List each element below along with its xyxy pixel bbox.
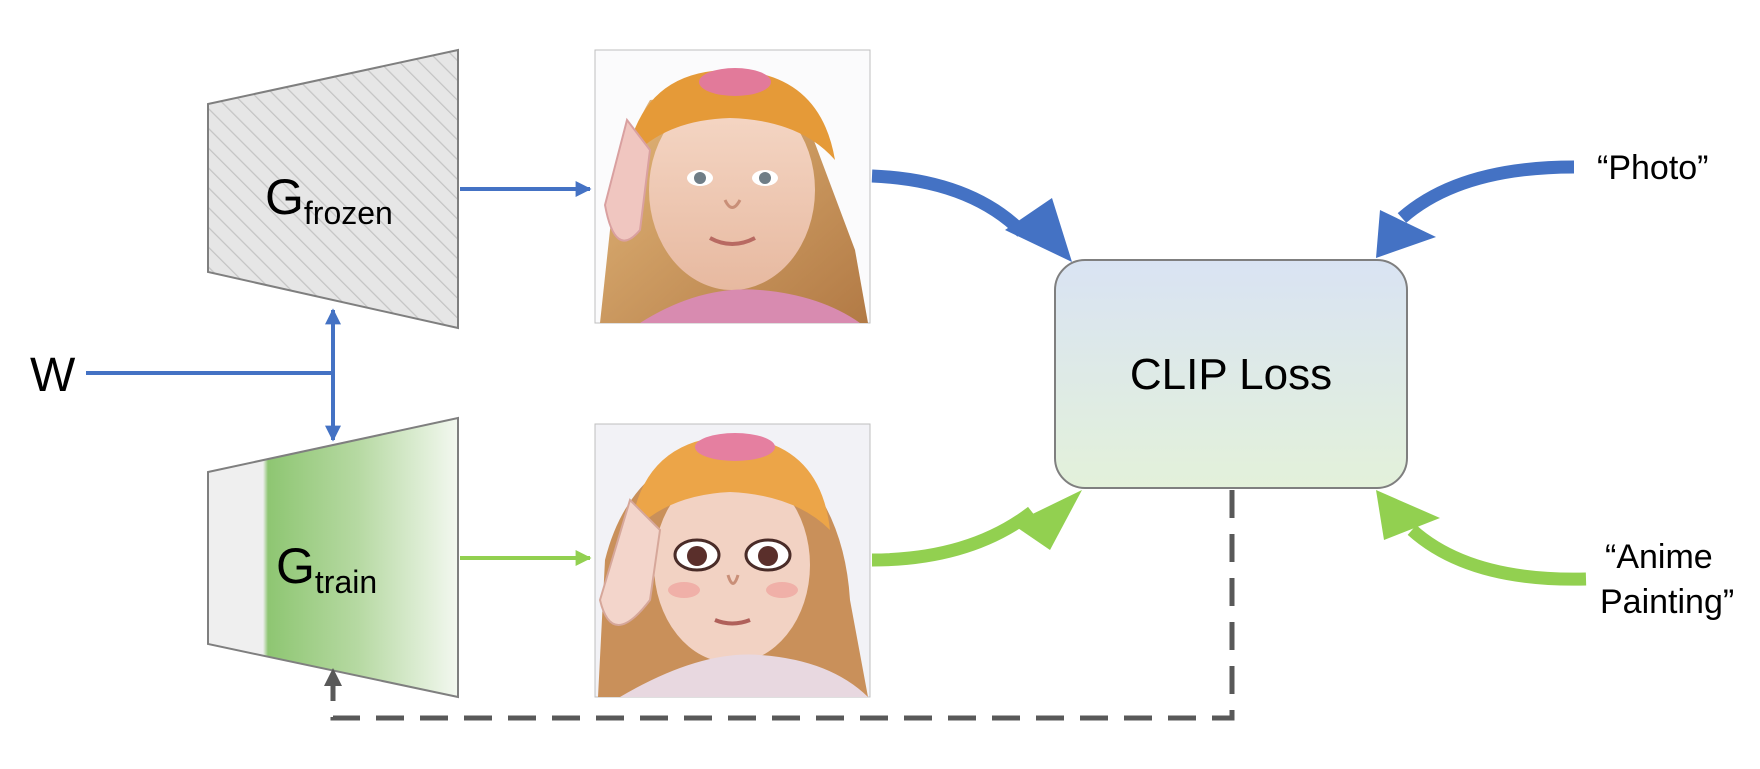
input-connector xyxy=(86,308,341,442)
generator-frozen: Gfrozen xyxy=(207,48,459,330)
photo-prompt-arrow xyxy=(1376,160,1575,258)
train-output-image xyxy=(594,423,871,698)
clip-loss-box: CLIP Loss xyxy=(1054,259,1408,489)
anime-prompt-arrow xyxy=(1376,490,1587,586)
photo-prompt-text: “Photo” xyxy=(1597,149,1709,187)
train-image-to-clip-arrow xyxy=(871,490,1082,567)
anime-prompt-text-line1: “Anime xyxy=(1605,538,1713,576)
input-w-label: W xyxy=(30,349,76,402)
anime-prompt-text-line2: Painting” xyxy=(1600,583,1734,621)
gradient-feedback-path xyxy=(324,490,1235,721)
frozen-output-image xyxy=(594,49,871,324)
generator-frozen-label: Gfrozen xyxy=(265,169,393,231)
frozen-image-to-clip-arrow xyxy=(871,169,1072,262)
generator-train-label: Gtrain xyxy=(276,538,377,600)
generator-train: Gtrain xyxy=(207,416,459,699)
clip-loss-label: CLIP Loss xyxy=(1130,350,1332,399)
